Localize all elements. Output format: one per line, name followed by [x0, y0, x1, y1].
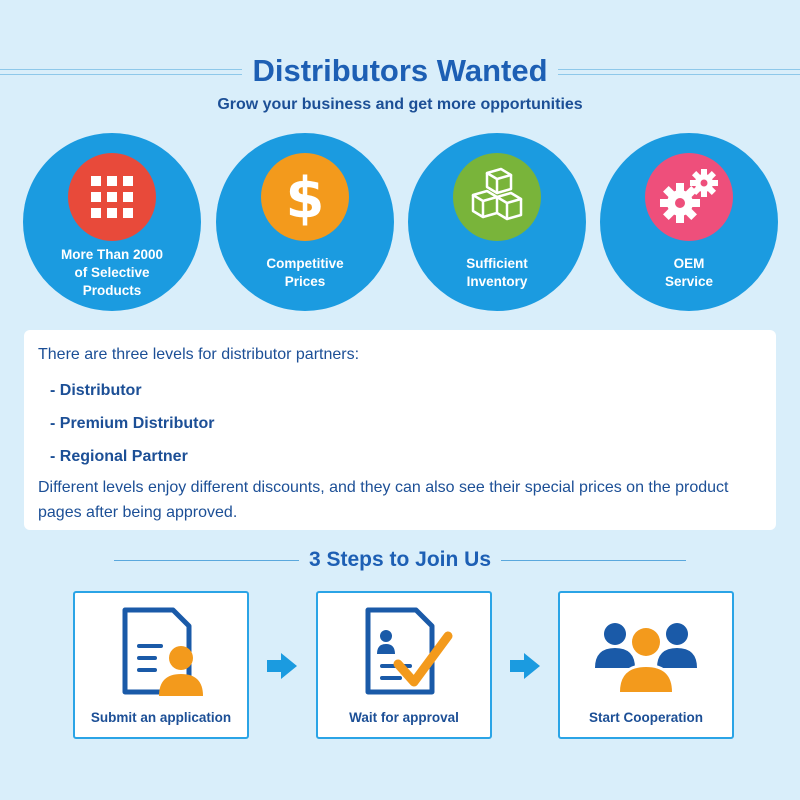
feature-prices-line2: Prices	[284, 274, 326, 289]
arrow-right-icon	[267, 653, 297, 679]
boxes-icon	[453, 153, 541, 241]
dollar-icon: $	[261, 153, 349, 241]
feature-oem: OEM Service	[600, 133, 778, 311]
steps-divider-right	[501, 559, 687, 561]
step-start-cooperation: Start Cooperation	[558, 591, 734, 739]
title-row: Distributors Wanted	[0, 50, 800, 92]
application-form-icon	[75, 603, 247, 698]
grid-icon	[68, 153, 156, 241]
feature-products-line1: More Than 2000	[60, 247, 164, 262]
approval-checkmark-icon	[318, 603, 490, 698]
feature-prices-line1: Competitive	[266, 256, 344, 271]
step-wait-approval: Wait for approval	[316, 591, 492, 739]
features-row: More Than 2000 of Selective Products $ C…	[0, 133, 800, 313]
feature-inventory-line1: Sufficient	[466, 256, 528, 271]
levels-list: - Distributor - Premium Distributor - Re…	[38, 374, 762, 473]
page-title: Distributors Wanted	[252, 53, 548, 88]
step-wait-approval-label: Wait for approval	[349, 710, 459, 725]
svg-text:$: $	[286, 167, 325, 227]
steps-title: 3 Steps to Join Us	[308, 548, 492, 571]
feature-oem-label: OEM Service	[610, 255, 768, 291]
feature-oem-line2: Service	[664, 274, 714, 289]
step-submit-application-label: Submit an application	[90, 710, 232, 725]
steps-heading-row: 3 Steps to Join Us	[0, 545, 800, 575]
feature-oem-line1: OEM	[673, 256, 705, 271]
team-people-icon	[560, 603, 732, 698]
gears-icon	[645, 153, 733, 241]
feature-prices: $ Competitive Prices	[216, 133, 394, 311]
level-item-regional-partner: - Regional Partner	[50, 448, 188, 465]
feature-products-line3: Products	[82, 283, 142, 298]
feature-prices-label: Competitive Prices	[226, 255, 384, 291]
feature-products: More Than 2000 of Selective Products	[23, 133, 201, 311]
levels-card: There are three levels for distributor p…	[24, 330, 776, 530]
steps-divider-left	[113, 559, 299, 561]
feature-products-line2: of Selective	[74, 265, 150, 280]
feature-inventory-label: Sufficient Inventory	[418, 255, 576, 291]
feature-products-label: More Than 2000 of Selective Products	[33, 246, 191, 300]
level-item-premium-distributor: - Premium Distributor	[50, 415, 215, 432]
feature-inventory-line2: Inventory	[466, 274, 528, 289]
title-divider-right	[557, 69, 800, 75]
step-submit-application: Submit an application	[73, 591, 249, 739]
levels-outro: Different levels enjoy different discoun…	[38, 479, 729, 521]
feature-inventory: Sufficient Inventory	[408, 133, 586, 311]
title-divider-left	[0, 69, 243, 75]
page-subtitle: Grow your business and get more opportun…	[217, 96, 583, 113]
step-start-cooperation-label: Start Cooperation	[588, 710, 703, 725]
levels-intro: There are three levels for distributor p…	[38, 346, 360, 363]
arrow-right-icon	[510, 653, 540, 679]
level-item-distributor: - Distributor	[50, 382, 142, 399]
